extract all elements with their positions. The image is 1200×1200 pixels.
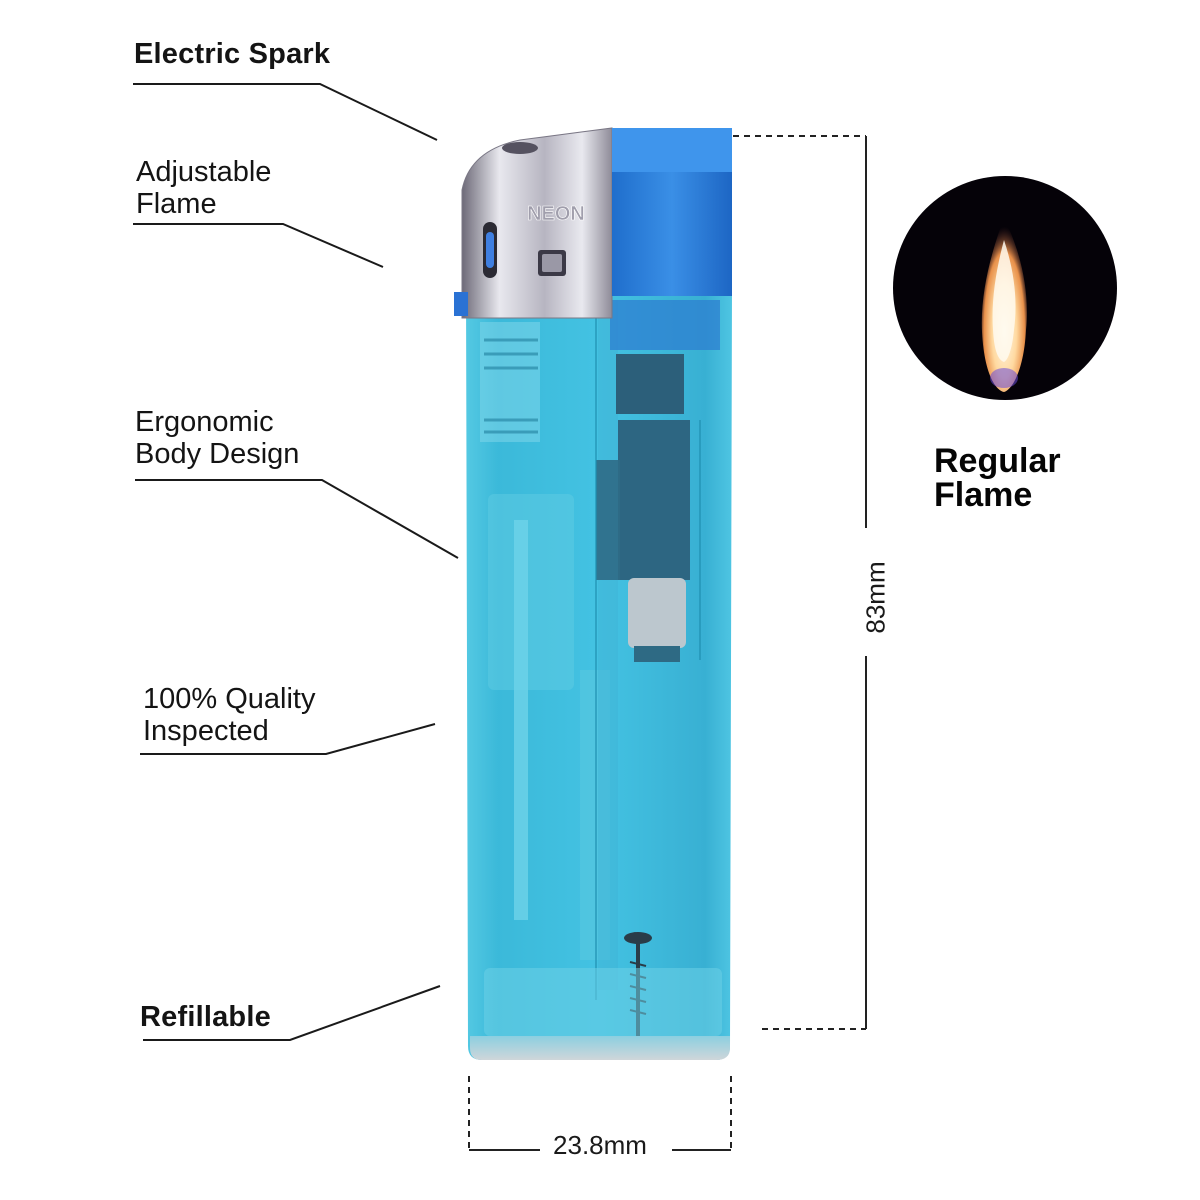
piezo-top xyxy=(610,300,720,350)
leader-quality xyxy=(140,723,436,755)
label-quality-inspected: 100% Quality Inspected xyxy=(143,683,316,748)
piezo-crystal xyxy=(628,578,686,648)
label-refillable: Refillable xyxy=(140,1001,271,1033)
flame-title: Regular Flame xyxy=(934,444,1061,512)
flame-title-line2: Flame xyxy=(934,476,1033,514)
wick-tube xyxy=(514,520,528,920)
width-dimension xyxy=(468,1076,732,1151)
label-quality-line1: 100% Quality xyxy=(143,683,316,715)
label-ergonomic-line2: Body Design xyxy=(135,438,300,471)
label-ergonomic-body: Ergonomic Body Design xyxy=(135,406,299,471)
lighter-base xyxy=(470,1036,730,1060)
leader-refillable xyxy=(143,985,441,1041)
piezo-block xyxy=(618,420,690,580)
leader-electric-spark xyxy=(133,83,438,141)
gas-valve-chamber xyxy=(488,494,574,690)
label-adjustable-flame: Adjustable Flame xyxy=(136,156,271,221)
label-ergonomic-line1: Ergonomic xyxy=(135,406,274,438)
flame-title-line1: Regular xyxy=(934,442,1061,480)
lighter-base-chamber xyxy=(484,968,722,1036)
height-dimension xyxy=(733,135,867,1030)
flame-badge xyxy=(893,176,1117,400)
flame-outlet xyxy=(502,142,538,154)
leader-adjustable-flame xyxy=(133,223,384,268)
leader-ergonomic xyxy=(135,479,459,559)
label-adjustable-flame-line2: Flame xyxy=(136,188,217,221)
label-adjustable-flame-line1: Adjustable xyxy=(136,156,272,188)
piezo-block-top xyxy=(616,354,684,414)
width-label: 23.8mm xyxy=(553,1130,647,1160)
label-electric-spark: Electric Spark xyxy=(134,38,331,70)
lighter: NEON xyxy=(454,127,732,1060)
ignition-cap-top xyxy=(612,128,732,172)
side-tab xyxy=(454,292,468,316)
brand-emboss: NEON xyxy=(527,203,585,225)
label-quality-line2: Inspected xyxy=(143,715,269,748)
height-label: 83mm xyxy=(860,561,891,634)
leader-lines xyxy=(133,83,459,1041)
inner-partition xyxy=(598,300,618,990)
valve-spring xyxy=(480,322,540,442)
flame-core xyxy=(992,240,1016,362)
flame-blue-base xyxy=(990,368,1018,388)
